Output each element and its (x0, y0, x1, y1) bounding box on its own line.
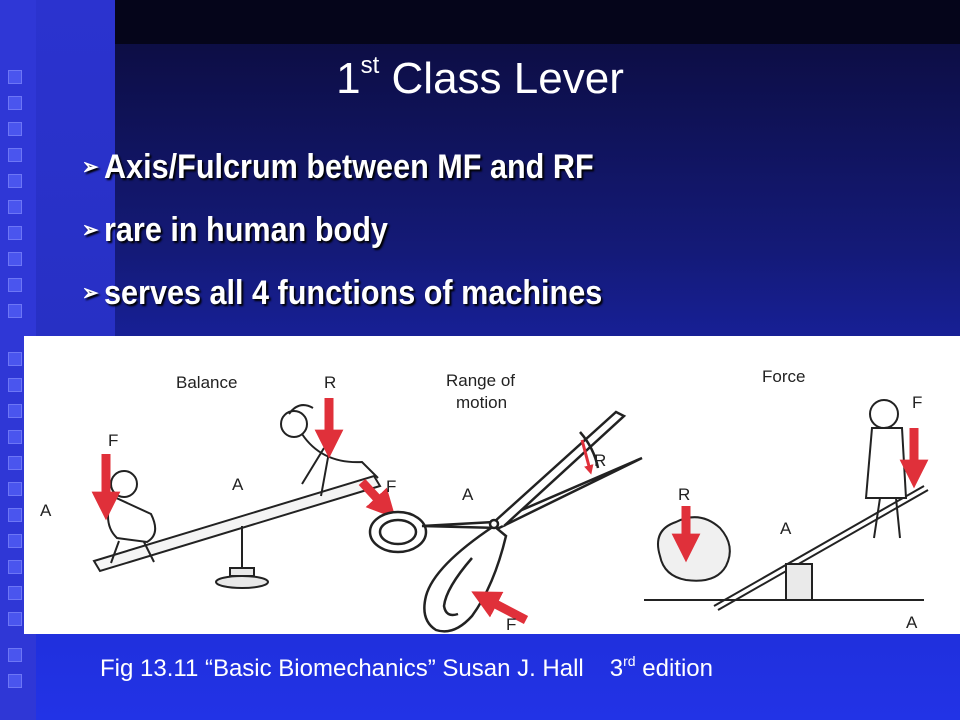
seesaw-illustration (92, 404, 382, 589)
force-arrow-f-balance-right (358, 478, 396, 519)
bullet-text: serves all 4 functions of machines (103, 274, 603, 312)
label-f-balance-right: F (386, 477, 396, 496)
label-f-scissors: F (506, 615, 516, 634)
caption-main: Fig 13.11 “Basic Biomechanics” Susan J. … (100, 655, 584, 682)
label-r-force: R (678, 485, 690, 504)
bullet-text: rare in human body (103, 211, 388, 249)
arrow-bullet-icon: ➢ (82, 217, 99, 242)
figure-caption: Fig 13.11 “Basic Biomechanics” Susan J. … (100, 653, 713, 683)
caption-edition-number: 3 (609, 655, 624, 682)
arrow-bullet-icon: ➢ (82, 154, 99, 179)
slide-title: 1st Class Lever (0, 52, 960, 104)
resistance-arrow-r-scissors (580, 439, 594, 475)
label-range-line1: Range of (446, 371, 515, 390)
label-r-scissors: R (594, 451, 606, 470)
bullet-item: ➢serves all 4 functions of machines (82, 274, 602, 337)
top-band (115, 0, 960, 44)
label-force: Force (762, 367, 805, 386)
label-a-left: A (40, 501, 52, 520)
left-panel (36, 0, 115, 340)
label-a-scissors: A (462, 485, 474, 504)
arrow-bullet-icon: ➢ (82, 280, 99, 305)
caption-edition-superscript: rd (623, 653, 636, 669)
title-number: 1 (336, 54, 361, 103)
bullet-text: Axis/Fulcrum between MF and RF (103, 148, 594, 186)
label-a-bottom-right: A (906, 613, 918, 632)
title-superscript: st (360, 52, 380, 79)
bullet-item: ➢Axis/Fulcrum between MF and RF (82, 148, 602, 211)
label-a-balance: A (232, 475, 244, 494)
label-balance: Balance (176, 373, 237, 392)
force-arrow-f-scissors (471, 591, 529, 624)
scissors-illustration (368, 410, 643, 633)
label-r-balance: R (324, 373, 336, 392)
bullet-item: ➢rare in human body (82, 211, 602, 274)
label-f-force: F (912, 393, 922, 412)
lever-illustration: Balance R F A F A Range of motion R A F … (40, 367, 929, 634)
bullet-list: ➢Axis/Fulcrum between MF and RF ➢rare in… (82, 148, 660, 337)
caption-edition-text: edition (642, 655, 713, 682)
label-a-force: A (780, 519, 792, 538)
crowbar-illustration (644, 399, 929, 611)
title-text: Class Lever (391, 54, 624, 103)
lever-figure: Balance R F A F A Range of motion R A F … (24, 336, 960, 634)
label-f-balance: F (108, 431, 118, 450)
label-range-line2: motion (456, 393, 507, 412)
